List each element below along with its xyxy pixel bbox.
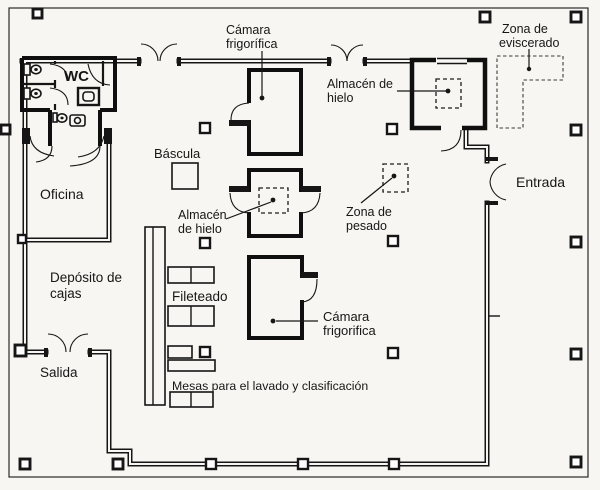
room-almacen-hielo-top-right [409, 55, 488, 152]
ice-bin-dashed [435, 78, 462, 109]
wc-block [20, 56, 117, 167]
label-wc: WC [64, 68, 89, 85]
toilet-icon [23, 63, 42, 76]
label-zona-pesado: Zona de [346, 205, 392, 219]
column [0, 123, 12, 136]
wc-stall-door [49, 63, 69, 82]
door-arcs [47, 43, 507, 353]
room-almacen-hielo-center [229, 168, 321, 238]
oficina-door [29, 135, 55, 157]
label-oficina: Oficina [40, 186, 84, 202]
top-double-door-right [330, 44, 348, 62]
top-double-door-left [140, 43, 159, 62]
column [387, 457, 401, 471]
label-zona-eviscerado: Zona de [502, 22, 548, 36]
long-table [144, 226, 166, 406]
column [198, 236, 212, 250]
entrada-door [489, 163, 507, 183]
toilet-icon [23, 87, 42, 100]
structural-columns [0, 7, 583, 471]
label-mesas: Mesas para el lavado y clasificación [172, 379, 368, 393]
column [198, 121, 212, 135]
column [569, 123, 583, 137]
cold-room-door [230, 102, 250, 121]
column [569, 235, 583, 249]
column [111, 457, 125, 471]
column [31, 7, 44, 20]
ice-bin-dashed [258, 187, 289, 214]
sink-icon [76, 86, 101, 107]
label-fileteado: Fileteado [172, 289, 228, 304]
column [18, 457, 32, 471]
cold-room-door [301, 278, 318, 303]
svg-text:eviscerado: eviscerado [499, 36, 559, 50]
column [385, 122, 399, 136]
column [478, 10, 492, 24]
svg-text:pesado: pesado [346, 219, 387, 233]
column [569, 455, 583, 469]
column [204, 457, 218, 471]
svg-text:frigorifica: frigorifica [323, 323, 377, 338]
label-camara-frigorifica-bottom: Cámara [323, 309, 370, 324]
label-almacen-hielo-top-right: Almacén de [327, 77, 393, 91]
washbasin-icon [69, 114, 86, 127]
table [167, 359, 216, 372]
wc-stall-door [49, 87, 69, 106]
svg-text:de hielo: de hielo [178, 222, 222, 236]
column [13, 343, 28, 358]
label-entrada: Entrada [516, 174, 565, 190]
building-walls [19, 58, 500, 467]
ice-store-door [440, 129, 462, 152]
oficina-door-post-left [22, 128, 30, 144]
work-tables [144, 226, 216, 408]
salida-door [47, 333, 67, 353]
zona-eviscerado-outline [496, 55, 564, 129]
column [569, 347, 583, 361]
table [167, 345, 193, 359]
ice-store-door [229, 192, 250, 214]
column [386, 234, 400, 248]
svg-text:frigorífica: frigorífica [226, 37, 277, 51]
leader-lines [225, 49, 532, 324]
bascula-scale [171, 162, 199, 190]
zona-pesado-outline [382, 163, 409, 193]
label-camara-frigorifica-top: Cámara [226, 23, 271, 37]
oficina-door-post-right [104, 128, 112, 144]
label-bascula: Báscula [154, 146, 201, 161]
svg-text:hielo: hielo [327, 91, 353, 105]
room-camara-frigorifica-top [229, 68, 303, 156]
site-boundary [8, 7, 589, 478]
vestibule-door [35, 145, 53, 163]
column [569, 10, 583, 24]
labels: Cámara frigorífica Zona de eviscerado Al… [40, 22, 565, 393]
label-almacen-hielo-center: Almacén [178, 208, 227, 222]
room-camara-frigorifica-bottom [247, 255, 318, 340]
svg-text:cajas: cajas [50, 286, 82, 301]
vestibule-door [69, 145, 101, 167]
column [296, 457, 310, 471]
column [386, 346, 400, 360]
column [16, 233, 28, 245]
label-salida: Salida [40, 365, 78, 380]
oficina-door [77, 135, 105, 158]
label-deposito-cajas: Depósito de [50, 270, 122, 285]
door-jambs [44, 57, 498, 357]
ice-store-door [300, 192, 321, 214]
wc-room-door [87, 63, 111, 86]
column [198, 345, 212, 359]
toilet-icon [52, 112, 68, 124]
